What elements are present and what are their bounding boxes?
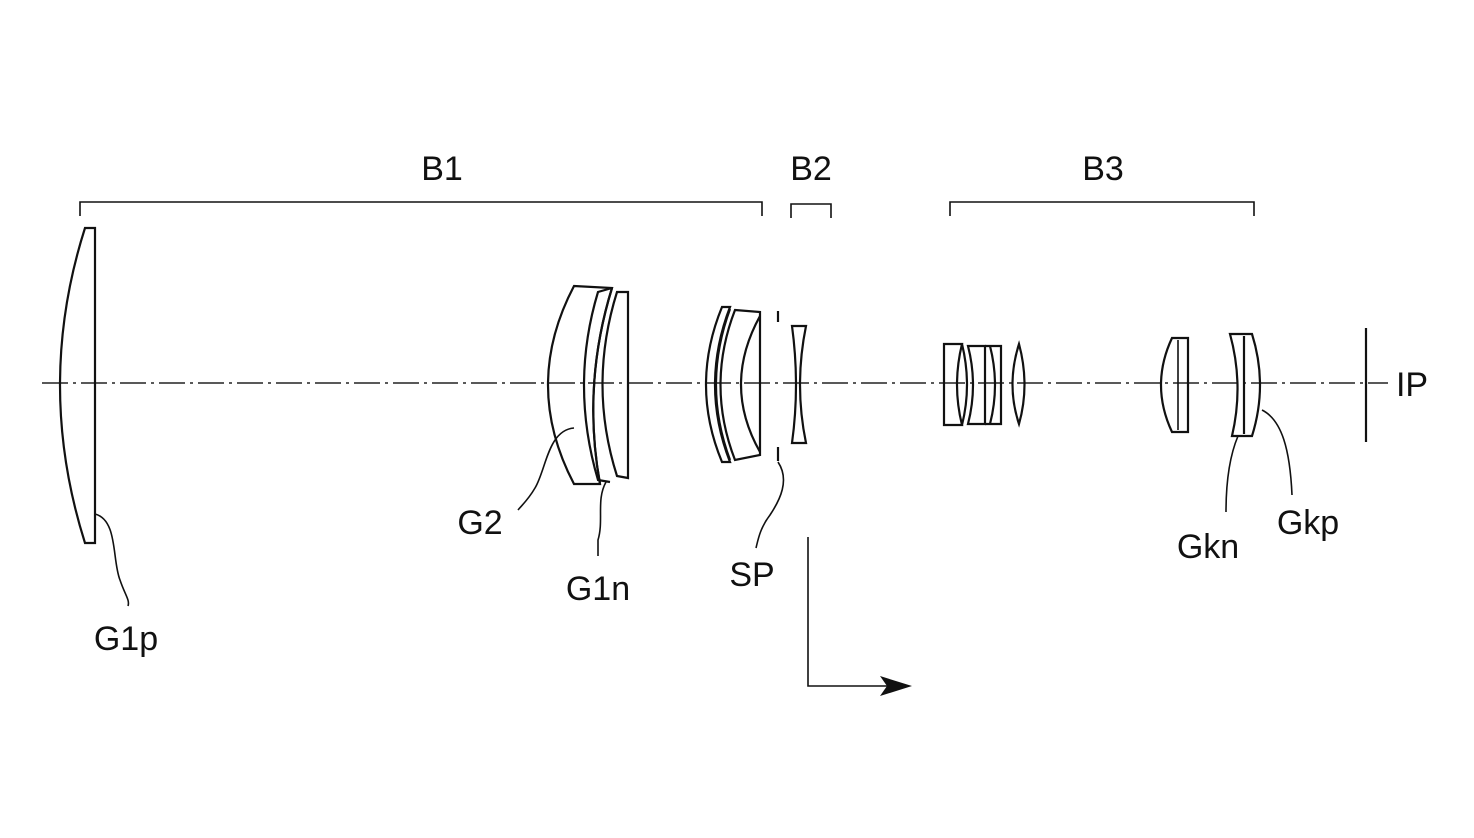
bracket-b2 — [790, 203, 832, 218]
lens-group-middle — [704, 305, 762, 464]
label-sp: SP — [729, 556, 774, 594]
leader-g1n — [597, 481, 607, 556]
leader-sp — [755, 461, 785, 549]
label-b2: B2 — [790, 150, 832, 188]
leader-gkp — [1261, 409, 1293, 496]
lens-g1n — [601, 290, 630, 480]
label-b3: B3 — [1082, 150, 1124, 188]
label-g1p: G1p — [94, 620, 158, 658]
bracket-b1 — [79, 201, 763, 216]
lens-group-b3-front — [942, 340, 1026, 428]
label-ip: IP — [1396, 366, 1428, 404]
label-gkn: Gkn — [1177, 528, 1239, 566]
leader-gkn — [1225, 435, 1239, 513]
label-gkp: Gkp — [1277, 504, 1339, 542]
bracket-b3 — [949, 201, 1255, 216]
arrow-head-icon — [880, 676, 912, 696]
lens-group-g2-g1n — [547, 284, 630, 486]
leader-g1p — [94, 513, 130, 607]
label-g2: G2 — [457, 504, 502, 542]
lens-g1p — [58, 226, 97, 545]
lens-b2 — [790, 324, 808, 445]
leader-g2 — [517, 427, 575, 511]
label-b1: B1 — [421, 150, 463, 188]
direction-arrow-line — [807, 537, 890, 687]
lens-gkn-gkp — [1228, 332, 1262, 438]
lens-group-b3-rear — [1159, 332, 1262, 438]
label-g1n: G1n — [566, 570, 630, 608]
